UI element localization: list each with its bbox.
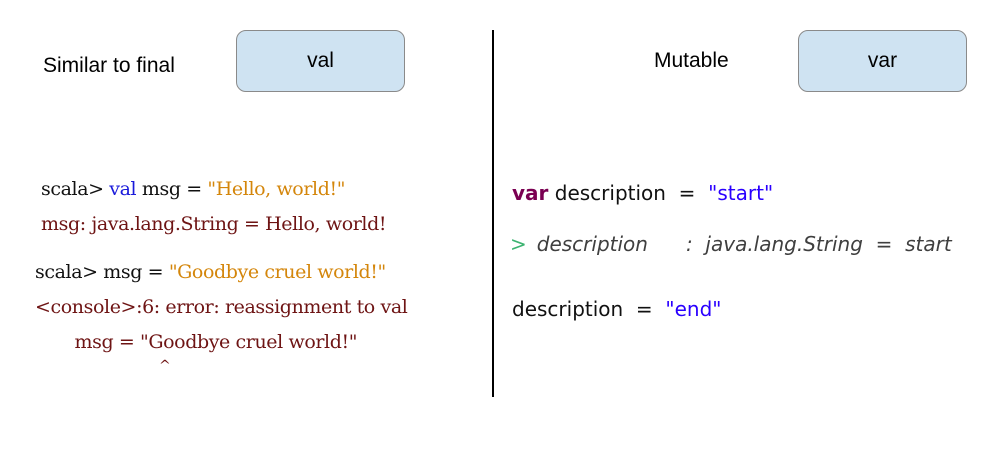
var-reassignment: description = xyxy=(512,297,666,321)
string-literal: "end" xyxy=(665,297,722,321)
caret-icon: ^ xyxy=(159,358,171,374)
var-assignment: description = xyxy=(548,181,709,205)
repl-line-2: msg: java.lang.String = Hello, world! xyxy=(41,213,387,235)
repl-error-line: <console>:6: error: reassignment to val xyxy=(35,296,408,318)
repl-prompt: scala> xyxy=(41,178,110,200)
var-keyword: var xyxy=(512,181,549,205)
prompt-icon: > xyxy=(510,232,527,256)
var-keyword-label: var xyxy=(867,49,898,72)
string-literal: "Goodbye cruel world!" xyxy=(168,261,386,283)
var-caption: Mutable xyxy=(654,49,729,72)
repl-error-caret: ^ xyxy=(35,358,171,374)
var-reassign-line: description = "end" xyxy=(512,297,721,321)
val-keyword-box: val xyxy=(236,30,405,92)
output-type: : java.lang.String = start xyxy=(685,232,952,256)
var-keyword-box: var xyxy=(798,30,967,92)
var-decl-line: var description = "start" xyxy=(512,181,773,205)
string-literal: "start" xyxy=(708,181,774,205)
var-output-line: > description : java.lang.String = start xyxy=(510,232,952,256)
output-name: description xyxy=(536,232,648,256)
column-divider xyxy=(492,30,494,397)
repl-line-1: scala> val msg = "Hello, world!" xyxy=(41,178,345,200)
string-literal: "Hello, world!" xyxy=(207,178,346,200)
repl-prompt: scala> msg = xyxy=(35,261,169,283)
assignment: msg = xyxy=(136,178,208,200)
val-keyword: val xyxy=(109,178,137,200)
val-caption: Similar to final xyxy=(43,54,175,77)
repl-error-source: msg = "Goodbye cruel world!" xyxy=(35,331,358,353)
val-keyword-label: val xyxy=(307,49,334,72)
repl-line-3: scala> msg = "Goodbye cruel world!" xyxy=(35,261,386,283)
